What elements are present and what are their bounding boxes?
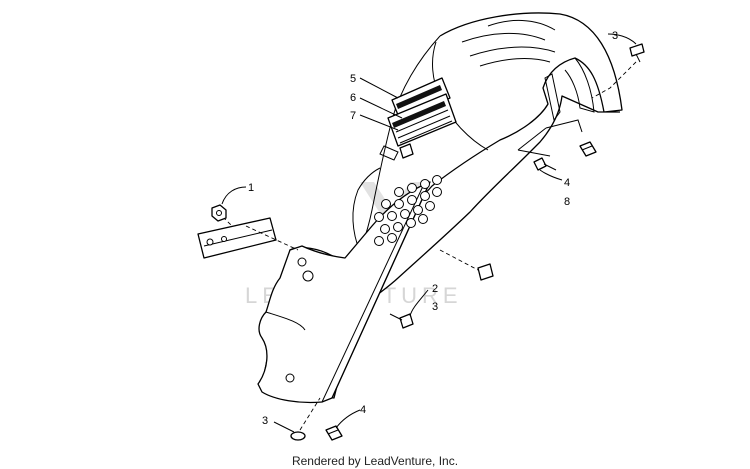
callout-3-bottom: 3 [262, 415, 268, 427]
clip-nut-top-right [579, 141, 597, 157]
nut-1 [211, 204, 227, 222]
screw-top-right [517, 119, 583, 171]
callout-4-bottom: 4 [360, 404, 366, 416]
callout-2: 2 [432, 283, 438, 295]
callout-4-top: 4 [564, 177, 570, 189]
callout-5: 5 [350, 73, 356, 85]
callout-8: 8 [564, 196, 570, 208]
callout-3-top: 3 [612, 30, 618, 42]
bolt-middle [439, 249, 494, 281]
warning-decals [379, 77, 457, 161]
bolt-top-right [591, 43, 645, 99]
bolt-lower [389, 313, 414, 329]
bolt-bottom [290, 397, 321, 441]
callout-6: 6 [350, 92, 356, 104]
footer-credit: Rendered by LeadVenture, Inc. [291, 454, 459, 468]
leader-lines [221, 33, 637, 433]
vent-holes [374, 175, 442, 246]
callout-7: 7 [350, 110, 356, 122]
frame-bracket [197, 211, 299, 259]
callout-1: 1 [248, 182, 254, 194]
callout-labels: 1 2 3 3 3 4 4 5 6 7 8 [248, 30, 618, 427]
callout-3-middle: 3 [432, 301, 438, 313]
clip-nut-bottom [325, 425, 343, 441]
